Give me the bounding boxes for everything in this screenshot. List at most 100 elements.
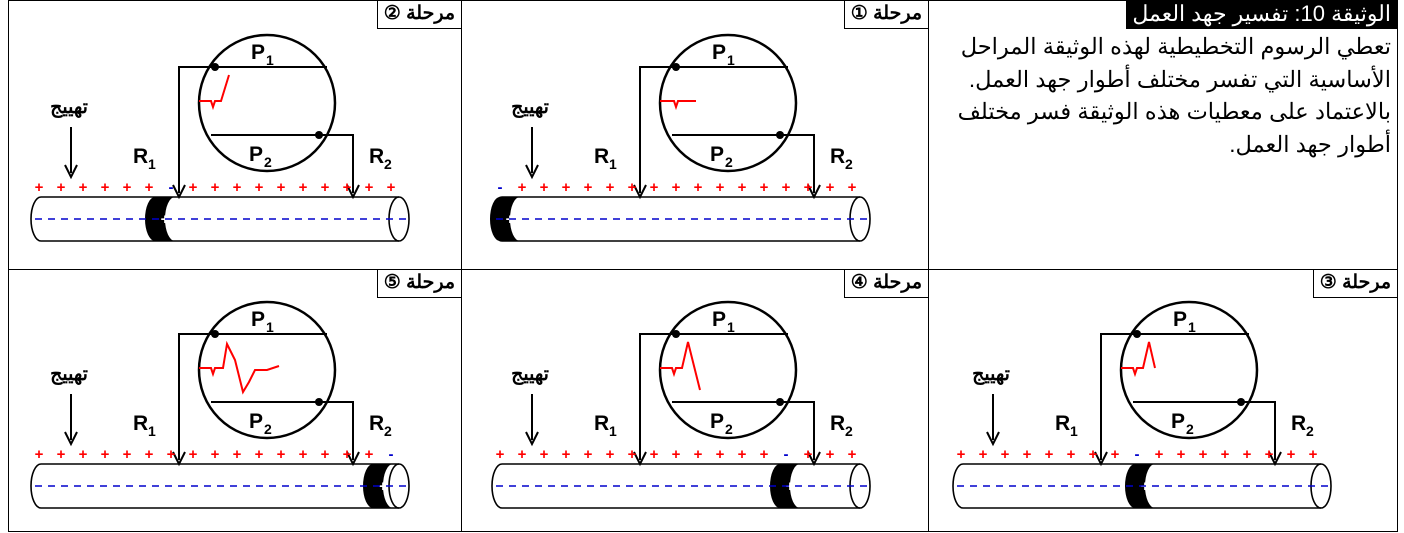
surface-positive-charge: + bbox=[1001, 446, 1010, 463]
p1-label-subscript: 1 bbox=[266, 52, 274, 68]
oscilloscope-trace bbox=[660, 341, 701, 391]
surface-positive-charge: + bbox=[57, 446, 66, 463]
r1-label-subscript: 1 bbox=[148, 156, 156, 172]
r1-label-letter: R bbox=[1055, 412, 1070, 435]
r1-label-letter: R bbox=[133, 145, 148, 168]
document-text-panel: الوثيقة 10: تفسير جهد العمل تعطي الرسوم … bbox=[928, 0, 1398, 270]
surface-positive-charge: + bbox=[145, 179, 154, 196]
stage-3-label: مرحلة ③ bbox=[1312, 270, 1397, 298]
stage-5-label: مرحلة ⑤ bbox=[376, 270, 461, 298]
surface-positive-charge: + bbox=[299, 179, 308, 196]
surface-positive-charge: + bbox=[672, 179, 681, 196]
surface-positive-charge: + bbox=[343, 446, 352, 463]
surface-negative-charge: - bbox=[389, 446, 394, 463]
r2-label-letter: R bbox=[830, 412, 845, 435]
surface-positive-charge: + bbox=[189, 179, 198, 196]
r2-wire bbox=[319, 401, 354, 460]
r2-label-subscript: 2 bbox=[384, 423, 392, 439]
surface-positive-charge: + bbox=[518, 446, 527, 463]
stimulation-arrowhead bbox=[525, 164, 539, 180]
r1-wire bbox=[178, 66, 215, 193]
surface-positive-charge: + bbox=[782, 179, 791, 196]
surface-positive-charge: + bbox=[1111, 446, 1120, 463]
surface-positive-charge: + bbox=[1045, 446, 1054, 463]
oscilloscope-circle bbox=[658, 33, 798, 173]
surface-positive-charge: + bbox=[35, 179, 44, 196]
surface-positive-charge: + bbox=[79, 446, 88, 463]
surface-positive-charge: + bbox=[650, 446, 659, 463]
document-paragraph-2: بالاعتماد على معطيات هذه الوثيقة فسر مخت… bbox=[957, 99, 1391, 157]
r1-label-letter: R bbox=[594, 412, 609, 435]
surface-positive-charge: + bbox=[233, 446, 242, 463]
surface-positive-charge: + bbox=[804, 179, 813, 196]
r2-label-subscript: 2 bbox=[845, 156, 853, 172]
document-title: الوثيقة 10: تفسير جهد العمل bbox=[1126, 1, 1397, 29]
surface-positive-charge: + bbox=[562, 446, 571, 463]
surface-negative-charge: - bbox=[498, 179, 503, 196]
oscilloscope-trace bbox=[1121, 341, 1156, 378]
r1-wire bbox=[178, 333, 215, 460]
depolarized-zone bbox=[490, 197, 520, 241]
p2-label-subscript: 2 bbox=[1186, 421, 1194, 437]
p1-label-letter: P bbox=[251, 308, 265, 331]
surface-positive-charge: + bbox=[650, 179, 659, 196]
r2-label-letter: R bbox=[1291, 412, 1306, 435]
r2-label-letter: R bbox=[830, 145, 845, 168]
document-paragraph-1: تعطي الرسوم التخطيطية لهذه الوثيقة المرا… bbox=[960, 34, 1391, 92]
surface-positive-charge: + bbox=[826, 179, 835, 196]
surface-positive-charge: + bbox=[606, 446, 615, 463]
surface-positive-charge: + bbox=[540, 446, 549, 463]
p1-label-subscript: 1 bbox=[727, 319, 735, 335]
surface-positive-charge: + bbox=[584, 446, 593, 463]
surface-positive-charge: + bbox=[760, 446, 769, 463]
surface-positive-charge: + bbox=[343, 179, 352, 196]
surface-positive-charge: + bbox=[518, 179, 527, 196]
surface-positive-charge: + bbox=[694, 446, 703, 463]
surface-positive-charge: + bbox=[1089, 446, 1098, 463]
document-body: تعطي الرسوم التخطيطية لهذه الوثيقة المرا… bbox=[933, 31, 1391, 161]
surface-positive-charge: + bbox=[1221, 446, 1230, 463]
surface-positive-charge: + bbox=[716, 446, 725, 463]
surface-positive-charge: + bbox=[321, 446, 330, 463]
surface-positive-charge: + bbox=[57, 179, 66, 196]
surface-positive-charge: + bbox=[255, 179, 264, 196]
stimulation-arrowhead bbox=[986, 431, 1000, 447]
surface-positive-charge: + bbox=[299, 446, 308, 463]
r2-wire bbox=[1241, 401, 1276, 460]
r2-label-letter: R bbox=[369, 145, 384, 168]
surface-positive-charge: + bbox=[562, 179, 571, 196]
r1-label-subscript: 1 bbox=[609, 156, 617, 172]
r1-wire bbox=[639, 66, 676, 193]
p2-label-subscript: 2 bbox=[264, 421, 272, 437]
surface-positive-charge: + bbox=[716, 179, 725, 196]
surface-positive-charge: + bbox=[826, 446, 835, 463]
p2-label-subscript: 2 bbox=[725, 154, 733, 170]
surface-positive-charge: + bbox=[1177, 446, 1186, 463]
p1-label-subscript: 1 bbox=[727, 52, 735, 68]
axon-left-cap bbox=[30, 463, 42, 509]
p1-label-letter: P bbox=[712, 308, 726, 331]
p1-label-letter: P bbox=[1173, 308, 1187, 331]
surface-positive-charge: + bbox=[979, 446, 988, 463]
surface-positive-charge: + bbox=[365, 446, 374, 463]
p2-label-letter: P bbox=[1171, 410, 1185, 433]
r1-label-subscript: 1 bbox=[1070, 423, 1078, 439]
depolarized-zone bbox=[145, 197, 175, 241]
surface-charges: +++++++++++++-+++ bbox=[496, 446, 857, 463]
r1-label-letter: R bbox=[594, 145, 609, 168]
